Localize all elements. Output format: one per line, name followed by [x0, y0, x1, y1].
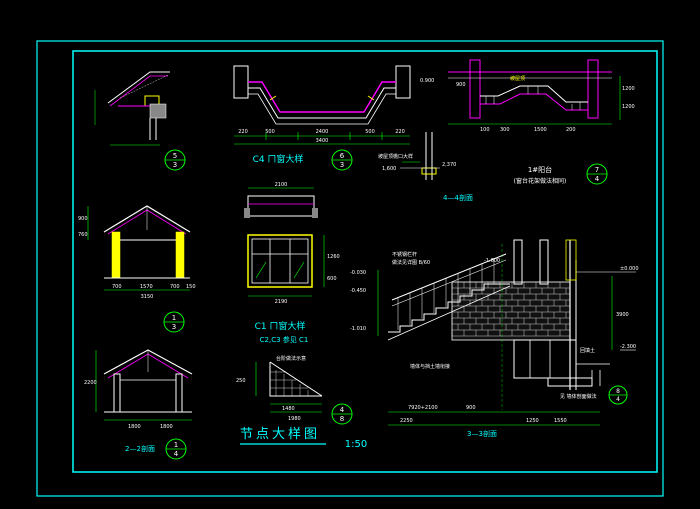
stair-note-top2: 做法见详图 B/60	[392, 259, 430, 266]
d1-dim-2: 1570	[140, 284, 153, 290]
detail-5-eave	[94, 71, 186, 171]
stair-level-1: -0.030	[350, 270, 366, 276]
c4-dim-2: 500	[265, 129, 275, 135]
detail-6-sheet: 3	[340, 161, 344, 169]
d44-title: 4—4剖面	[443, 193, 473, 202]
stair-note-wall: 墙体与挡土墙衔接	[410, 363, 450, 370]
d48-dim-top: 250	[236, 378, 246, 384]
detail-1-id: 1	[172, 314, 176, 322]
rail-note: 坡屋顶	[510, 75, 525, 82]
rail-dim-4: 200	[566, 127, 576, 133]
d1-dim-1: 700	[112, 284, 122, 290]
stair-dim-3: 900	[466, 405, 476, 411]
d48-dim-1: 1480	[282, 406, 295, 412]
stair-level-6: -2.300	[620, 344, 636, 350]
d1-dim-4: 150	[186, 284, 196, 290]
d44-note: 坡屋顶檐口大样	[378, 153, 413, 160]
c1-dim-top: 2100	[275, 182, 288, 188]
outer-frame	[36, 40, 664, 497]
stair-level-3: -1.010	[350, 326, 366, 332]
rail-side-label: 900	[456, 82, 466, 88]
detail-2-sheet: 4	[174, 450, 179, 458]
detail-3-sheet: 4	[616, 396, 620, 403]
sheet-scale: 1:50	[345, 439, 367, 450]
rail-title: 1#阳台	[528, 165, 552, 174]
d1-dim-total: 3150	[141, 294, 154, 300]
detail-4-sheet: 8	[340, 415, 344, 423]
detail-5-sheet: 3	[173, 161, 177, 169]
d22-title: 2—2剖面	[125, 444, 155, 453]
c4-title: C4 ㄇ窗大样	[253, 153, 304, 165]
c4-dim-3: 2400	[316, 129, 329, 135]
rail-dim-2: 300	[500, 127, 510, 133]
c1-dim-right-1: 1260	[327, 254, 340, 260]
detail-1-gable	[87, 205, 191, 333]
detail-7-id: 7	[595, 166, 599, 174]
c1-dim-right-2: 600	[327, 276, 337, 282]
stair-note-top: 不锈钢栏杆	[392, 251, 417, 258]
detail-2-id: 1	[174, 441, 178, 449]
d1-dim-left-2: 760	[78, 232, 88, 238]
c1-note: C2,C3 参见 C1	[260, 335, 309, 344]
detail-6-id: 6	[340, 152, 345, 160]
detail-2-2-section	[95, 349, 193, 460]
stair-dim-4: 1250	[526, 418, 539, 424]
stair-level-2: -0.450	[350, 288, 366, 294]
d48-note: 台阶做法示意	[276, 355, 306, 362]
c4-dim-5: 220	[395, 129, 405, 135]
inner-frame	[72, 50, 658, 473]
c4-level: 0.900	[420, 78, 434, 84]
stair-level-5: ±0.000	[620, 266, 639, 272]
detail-4-8-steps	[255, 361, 353, 425]
stair-note-bottom: 见 墙体剖面做法	[560, 393, 597, 400]
d44-dim-1: 2,370	[442, 162, 456, 168]
detail-3-3-stair	[377, 239, 636, 426]
c4-dim-total: 3400	[316, 138, 329, 144]
detail-5-id: 5	[173, 152, 177, 160]
c4-dim-1: 220	[238, 129, 248, 135]
detail-c4-window	[233, 65, 411, 171]
c1-dim-bottom: 2190	[275, 299, 288, 305]
rail-dim-3: 1500	[534, 127, 547, 133]
rail-dim-1: 100	[480, 127, 490, 133]
stair-dim-1: 7920+2100	[408, 405, 438, 411]
detail-7-sheet: 4	[595, 175, 600, 183]
stair-side-dim: 3900	[616, 312, 629, 318]
d1-dim-left-1: 900	[78, 216, 88, 222]
c1-title: C1 ㄇ窗大样	[255, 320, 306, 332]
stair-label-right: 回填土	[580, 347, 595, 354]
d22-dim-1: 1800	[128, 424, 141, 430]
rail-dim-top-1: 1200	[622, 86, 635, 92]
stair-dim-2: 2250	[400, 418, 413, 424]
sheet-main-title: 节点大样图	[240, 427, 320, 442]
rail-dim-top-2: 1200	[622, 104, 635, 110]
detail-4-4-section	[400, 132, 440, 180]
detail-7-balcony	[448, 59, 621, 185]
stair-title: 3—3剖面	[467, 429, 497, 438]
stair-level-4: -1.600	[484, 258, 500, 264]
detail-3-id: 8	[616, 388, 620, 395]
c4-dim-4: 500	[365, 129, 375, 135]
detail-4-id: 4	[340, 406, 345, 414]
d48-dim-2: 1980	[288, 416, 301, 422]
detail-1-sheet: 3	[172, 323, 176, 331]
stair-dim-5: 1550	[554, 418, 567, 424]
d1-dim-3: 700	[170, 284, 180, 290]
rail-subtitle: (窗台花架做法相同)	[514, 177, 567, 185]
d22-dim-2: 1800	[160, 424, 173, 430]
d44-dim-2: 1,600	[382, 166, 396, 172]
d22-dim-left: 2200	[84, 380, 97, 386]
detail-c1-window	[244, 187, 325, 297]
